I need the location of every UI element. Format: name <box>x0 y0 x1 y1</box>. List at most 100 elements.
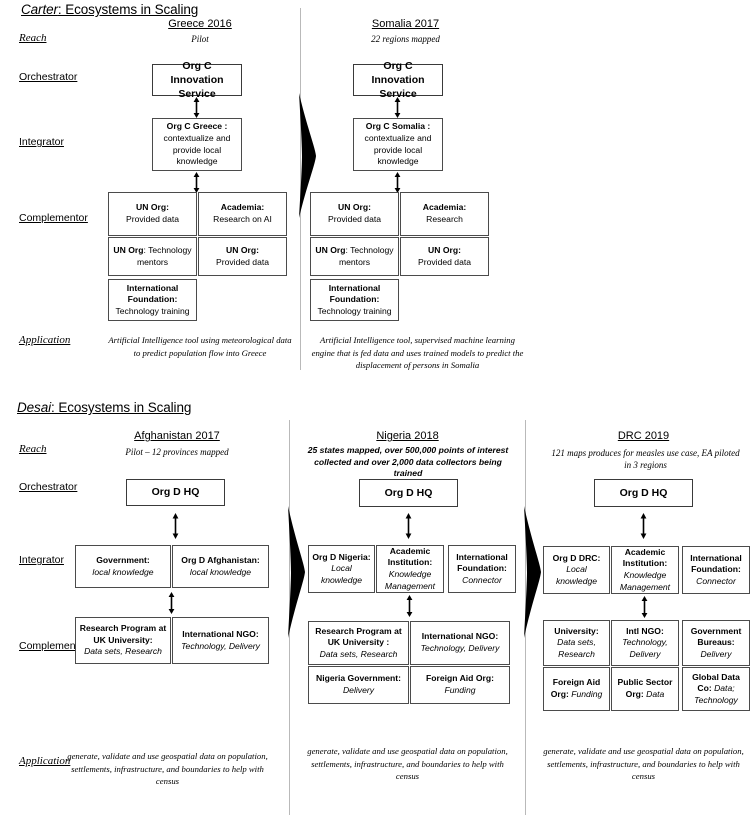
carter-col-0-complementor-box-2[interactable]: UN Org: Technology mentors <box>108 237 197 276</box>
carter-col-0-complementor-box-0[interactable]: UN Org:Provided data <box>108 192 197 236</box>
desai-col-0-complementor-box-1[interactable]: International NGO:Technology, Delivery <box>172 617 269 664</box>
comp-bold: International Foundation: <box>328 282 381 305</box>
carter-col-1-arrow-int-comp <box>393 172 402 193</box>
desai-col-2-complementor-box-5[interactable]: Global Data Co: Data; Technology <box>682 667 750 711</box>
orchestrator-line1: Org C Innovation <box>170 59 224 86</box>
carter-col-1-complementor-box-2[interactable]: UN Org: Technology mentors <box>310 237 399 276</box>
row-label-application-desai: Application <box>19 755 71 767</box>
desai-col-0-arrow-int-comp <box>167 592 176 614</box>
orchestrator-line2: Service <box>178 88 216 101</box>
comp-rest: Delivery <box>342 685 375 695</box>
int-bold: Government: <box>96 554 150 565</box>
desai-col-1-heading: Nigeria 2018 <box>376 430 439 442</box>
desai-col-0-integrator-box-1[interactable]: Org D Afghanistan:local knowledge <box>172 545 269 588</box>
carter-col-0-orchestrator-box[interactable]: Org C Innovation Service <box>152 60 242 100</box>
row-label-integrator-carter: Integrator <box>19 136 64 148</box>
orchestrator-label: Org D HQ <box>619 486 668 499</box>
desai-col-2-complementor-box-2[interactable]: Government Bureaus:Delivery <box>682 620 750 666</box>
carter-title-rest: : Ecosystems in Scaling <box>57 2 199 17</box>
desai-col-2-arrow-orch-int <box>639 513 648 539</box>
desai-col-2-integrator-box-1[interactable]: Academic Institution:Knowledge Managemen… <box>611 546 679 594</box>
row-label-integrator-desai: Integrator <box>19 554 64 566</box>
comp-bold: Academia: <box>220 202 265 213</box>
comp-rest: Data sets, Research <box>557 637 596 659</box>
carter-col-0-complementor-box-3[interactable]: UN Org:Provided data <box>198 237 287 276</box>
desai-col-1-arrow-orch-int <box>404 513 413 539</box>
carter-col-1-orchestrator-box[interactable]: Org C Innovation Service <box>353 60 443 100</box>
desai-col-1-orchestrator-box[interactable]: Org D HQ <box>359 479 458 507</box>
comp-bold: University: <box>554 625 599 636</box>
comp-rest: Delivery <box>700 648 732 659</box>
comp-rest: Technology, Delivery <box>181 640 260 651</box>
comp-bold: Foreign Aid Org: <box>426 673 494 684</box>
desai-col-1-complementor-box-1[interactable]: International NGO:Technology, Delivery <box>410 621 510 665</box>
carter-col-1-complementor-box-4[interactable]: International Foundation:Technology trai… <box>310 279 399 321</box>
int-bold: Org D Nigeria: <box>312 551 371 562</box>
comp-bold: UN Org <box>315 244 346 255</box>
desai-col-2-integrator-box-0[interactable]: Org D DRC:Local knowledge <box>543 546 610 594</box>
comp-rest: Technology, Delivery <box>420 643 500 653</box>
comp-bold: Intl NGO: <box>626 625 664 636</box>
desai-col-2-complementor-box-0[interactable]: University:Data sets, Research <box>543 620 610 666</box>
desai-col-2-complementor-box-1[interactable]: Intl NGO:Technology, Delivery <box>611 620 679 666</box>
desai-col-2-integrator-box-2[interactable]: International Foundation:Connector <box>682 546 750 594</box>
comp-rest: : Technology mentors <box>338 244 394 267</box>
desai-col-1-complementor-box-2[interactable]: Nigeria Government:Delivery <box>308 666 409 704</box>
int-rest: Knowledge Management <box>619 570 671 592</box>
comp-bold: Public Sector Org: <box>617 677 673 699</box>
carter-col-1-complementor-box-1[interactable]: Academia:Research <box>400 192 489 236</box>
carter-col-0-subheading: Pilot <box>191 34 209 44</box>
desai-col-2-subheading: 121 maps produces for measles use case, … <box>551 448 740 471</box>
comp-rest: Provided data <box>327 214 382 224</box>
int-bold: Academic Institution: <box>387 545 433 568</box>
desai-col-0-subheading: Pilot – 12 provinces mapped <box>125 447 229 457</box>
desai-title-rest: : Ecosystems in Scaling <box>51 400 192 415</box>
comp-bold: Nigeria Government: <box>315 673 401 684</box>
comp-rest: Data <box>643 689 665 699</box>
desai-col-2-heading: DRC 2019 <box>617 430 670 442</box>
carter-col-0-integrator-box[interactable]: Org C Greece : contextualize and provide… <box>152 118 242 171</box>
comp-rest: Data; Technology <box>694 683 738 705</box>
int-rest: Connector <box>696 575 736 586</box>
comp-bold: Global Data Co: <box>692 671 740 694</box>
carter-col-0-application-text: Artificial Intelligence tool using meteo… <box>108 335 292 358</box>
desai-col-1-complementor-box-3[interactable]: Foreign Aid Org:Funding <box>410 666 510 704</box>
comp-rest: : Technology mentors <box>136 244 192 267</box>
integrator-rest: contextualize and provide local knowledg… <box>163 132 231 167</box>
comp-rest: Technology training <box>317 305 392 316</box>
carter-section-title: Carter: Ecosystems in Scaling <box>21 2 198 17</box>
integrator-rest: contextualize and provide local knowledg… <box>364 132 432 167</box>
int-bold: International Foundation: <box>456 551 508 574</box>
desai-col-2-orchestrator-box[interactable]: Org D HQ <box>594 479 693 507</box>
carter-col-0-arrow-int-comp <box>192 172 201 193</box>
comp-rest: Funding <box>444 685 476 695</box>
desai-title-lead: Desai <box>17 400 52 415</box>
carter-title-lead: Carter <box>21 2 58 17</box>
desai-col-2-arrow-int-comp <box>640 596 649 618</box>
comp-rest: Technology training <box>115 305 190 316</box>
carter-col-1-integrator-box[interactable]: Org C Somalia : contextualize and provid… <box>353 118 443 171</box>
comp-rest: Data sets, Research <box>84 646 162 657</box>
desai-col-0-complementor-box-0[interactable]: Research Program at UK University:Data s… <box>75 617 171 664</box>
desai-col-0-integrator-box-0[interactable]: Government:local knowledge <box>75 545 171 588</box>
desai-col-1-integrator-box-2[interactable]: International Foundation:Connector <box>448 545 516 593</box>
int-bold: International Foundation: <box>690 552 742 575</box>
carter-col-1-complementor-box-0[interactable]: UN Org:Provided data <box>310 192 399 236</box>
carter-col-1-complementor-box-3[interactable]: UN Org:Provided data <box>400 237 489 276</box>
carter-col-0-complementor-box-1[interactable]: Academia:Research on AI <box>198 192 287 236</box>
int-rest: Knowledge Management <box>384 569 436 591</box>
desai-col-2-complementor-box-3[interactable]: Foreign Aid Org: Funding <box>543 667 610 711</box>
carter-column-separator-line <box>300 8 301 370</box>
carter-col-0-complementor-box-4[interactable]: International Foundation:Technology trai… <box>108 279 197 321</box>
desai-col-2-complementor-box-4[interactable]: Public Sector Org: Data <box>611 667 679 711</box>
comp-bold: Academia: <box>422 202 467 213</box>
carter-col-0-heading: Greece 2016 <box>168 18 232 30</box>
desai-col-0-orchestrator-box[interactable]: Org D HQ <box>126 479 225 506</box>
desai-flow-arrow-2 <box>510 506 542 638</box>
comp-bold: UN Org: <box>428 244 461 255</box>
desai-col-1-integrator-box-1[interactable]: Academic Institution:Knowledge Managemen… <box>376 545 444 593</box>
int-rest: Connector <box>462 574 502 585</box>
desai-col-1-complementor-box-0[interactable]: Research Program at UK University :Data … <box>308 621 409 665</box>
int-bold: Org D Afghanistan: <box>181 554 260 565</box>
desai-col-1-integrator-box-0[interactable]: Org D Nigeria:Local knowledge <box>308 545 375 593</box>
